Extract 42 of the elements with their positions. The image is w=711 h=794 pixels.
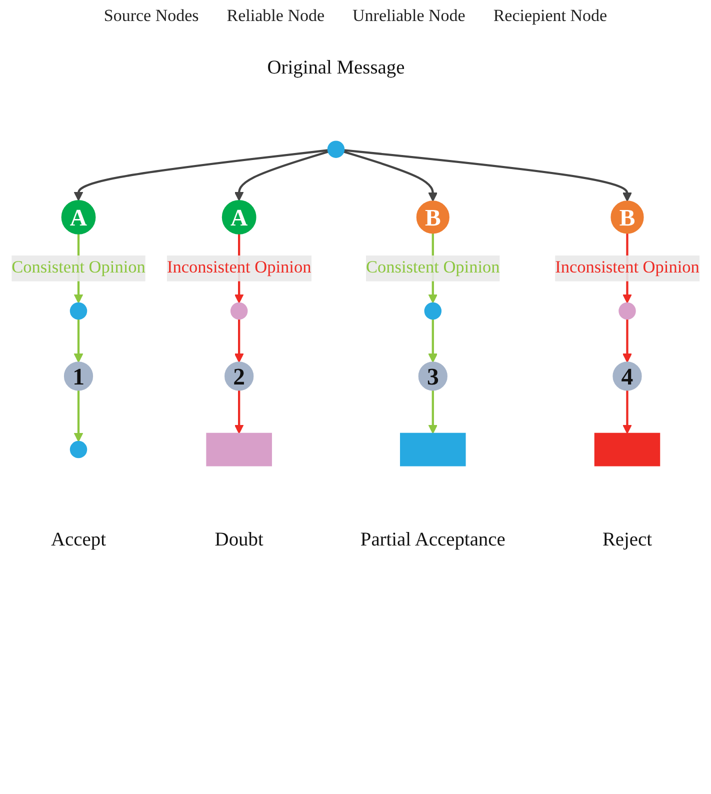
arrow bbox=[622, 390, 632, 434]
node-circle: B bbox=[610, 200, 644, 234]
annotation-text: Source Nodes bbox=[104, 6, 199, 26]
edge-label: Consistent Opinion bbox=[12, 258, 146, 278]
arrow bbox=[74, 390, 84, 442]
annotation-text: Unreliable Node bbox=[352, 6, 466, 26]
node-circle bbox=[424, 302, 442, 320]
node-label: Partial Acceptance bbox=[360, 528, 506, 550]
arrow bbox=[74, 319, 84, 363]
arrow bbox=[622, 319, 632, 363]
edge-label: Inconsistent Opinion bbox=[166, 258, 312, 278]
node-circle bbox=[70, 302, 88, 320]
annotation-text: Reciepient Node bbox=[493, 6, 608, 26]
node-circle: 3 bbox=[418, 362, 448, 391]
annotation-text: Reliable Node bbox=[226, 6, 325, 26]
node-circle: A bbox=[61, 200, 96, 234]
arrow bbox=[428, 319, 438, 363]
node-label: Doubt bbox=[214, 528, 264, 550]
node-box bbox=[594, 432, 660, 466]
edge-label: Consistent Opinion bbox=[366, 258, 500, 278]
arrow bbox=[344, 149, 632, 202]
arrow bbox=[234, 390, 244, 434]
node-box bbox=[206, 432, 272, 466]
node-circle: 2 bbox=[224, 362, 254, 391]
node-circle bbox=[230, 302, 248, 320]
node-circle: 4 bbox=[612, 362, 642, 391]
arrow bbox=[343, 150, 438, 202]
arrow bbox=[428, 390, 438, 434]
node-circle: 1 bbox=[64, 362, 94, 391]
node-circle: B bbox=[416, 200, 450, 234]
edge-label: Inconsistent Opinion bbox=[555, 258, 700, 278]
node-box bbox=[400, 432, 466, 466]
arrow bbox=[234, 150, 329, 201]
node-label: Reject bbox=[602, 528, 652, 550]
arrow bbox=[234, 319, 244, 363]
node-circle bbox=[70, 440, 88, 458]
node-circle bbox=[618, 302, 636, 320]
node-circle: A bbox=[222, 200, 256, 234]
arrow bbox=[74, 149, 328, 201]
node-label: Original Message bbox=[267, 56, 405, 78]
node-label: Accept bbox=[51, 528, 106, 550]
node-circle bbox=[327, 140, 345, 158]
